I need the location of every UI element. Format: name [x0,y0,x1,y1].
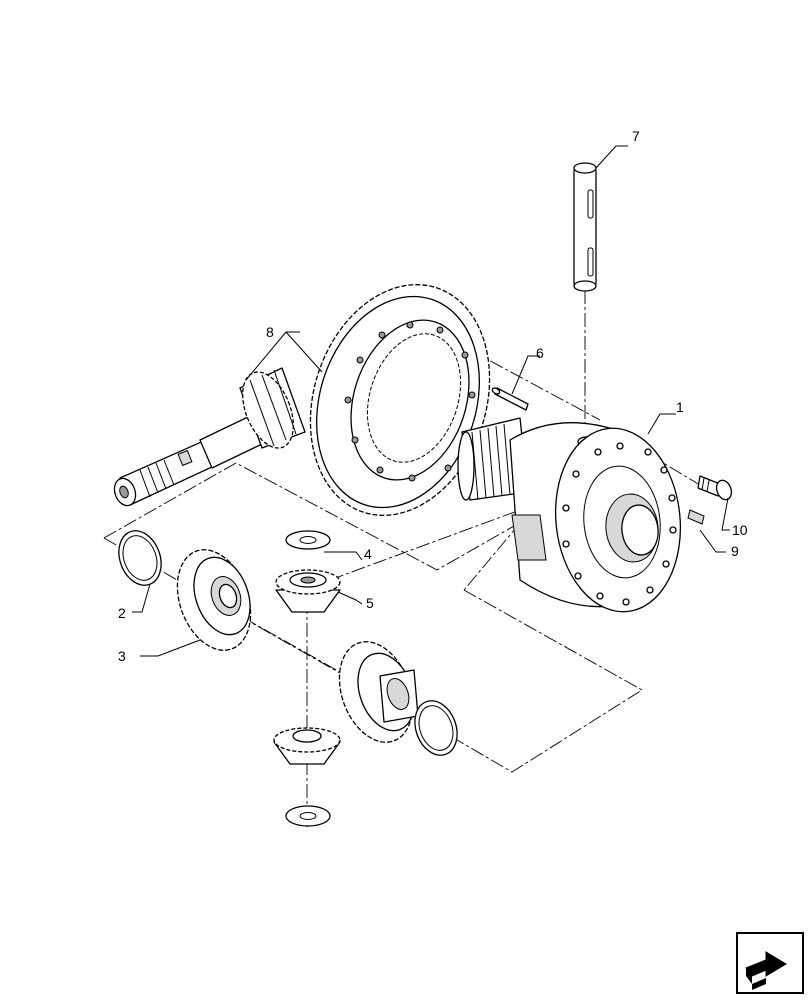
callout-10: 10 [732,522,748,538]
ring-gear-bolt-holes [344,321,476,482]
callout-1: 1 [676,399,684,415]
callout-5: 5 [366,595,374,611]
differential-case [457,417,682,613]
pinion-thrust-washer [285,530,331,550]
callout-labels: 1 2 3 4 5 6 7 8 9 10 [118,128,748,664]
callout-7: 7 [632,128,640,144]
arrow-right-icon [736,932,804,994]
callout-4: 4 [364,546,372,562]
callout-2: 2 [118,605,126,621]
bolt [697,475,733,501]
side-gear-left [176,549,252,651]
pinion-shaft [113,367,306,507]
set-screw [687,509,705,525]
next-page-button[interactable] [736,932,804,994]
case-bolt-holes [562,442,677,606]
pinion-gear-upper [275,569,341,613]
callout-9: 9 [731,543,739,559]
side-gear-right [338,641,419,743]
callout-6: 6 [536,345,544,361]
pinion-gear-lower [273,727,341,765]
callout-8: 8 [266,324,274,340]
callout-3: 3 [118,648,126,664]
thrust-washer-right [414,700,458,756]
cross-pin [573,162,597,292]
roll-pin [491,387,529,411]
pinion-thrust-washer-lower [285,805,331,827]
thrust-washer-left [118,530,162,586]
ring-gear [309,284,491,516]
leader-lines [132,145,730,657]
